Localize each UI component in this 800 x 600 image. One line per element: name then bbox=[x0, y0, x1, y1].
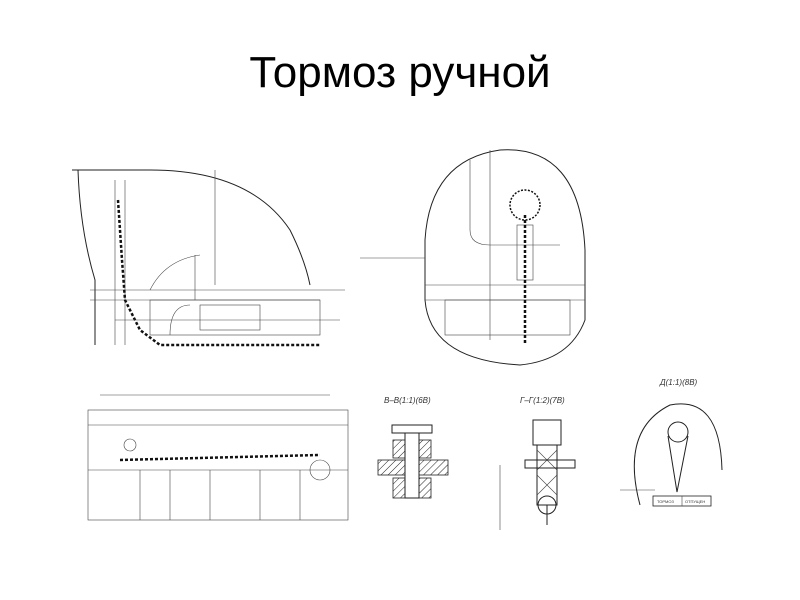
side-view bbox=[72, 169, 345, 347]
section-g: Г–Г(1:2)(7В) bbox=[499, 396, 576, 530]
section-b: В–В(1:1)(6В) bbox=[377, 396, 449, 499]
section-g-label: Г–Г(1:2)(7В) bbox=[520, 396, 565, 405]
section-b-label: В–В(1:1)(6В) bbox=[384, 396, 431, 405]
slide-title: Тормоз ручной bbox=[249, 48, 551, 97]
plate-released-text: ОТПУЩЕН bbox=[685, 499, 705, 504]
view-d: Д(1:1)(8В) ТОРМОЗ ОТПУЩЕН bbox=[620, 378, 723, 507]
front-view bbox=[360, 149, 586, 366]
plate-brake-text: ТОРМОЗ bbox=[657, 499, 674, 504]
view-d-label: Д(1:1)(8В) bbox=[659, 378, 698, 387]
plan-view bbox=[87, 394, 349, 521]
